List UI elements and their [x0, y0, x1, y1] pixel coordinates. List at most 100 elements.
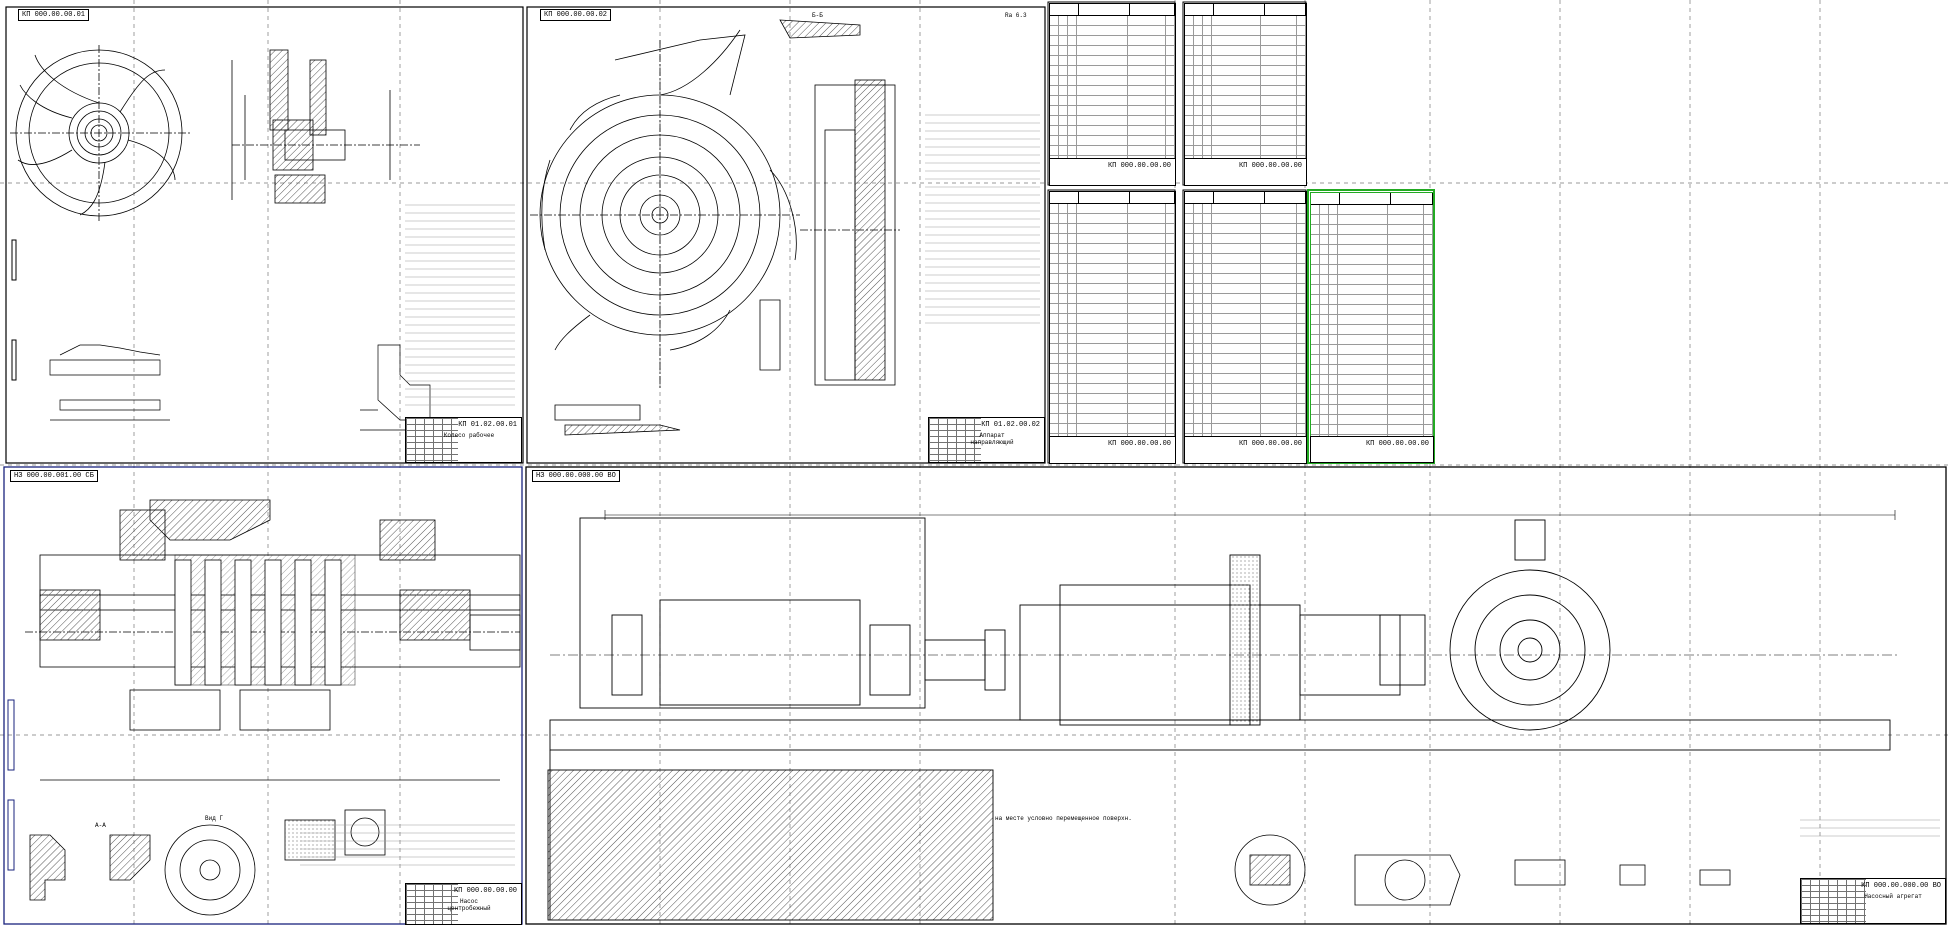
spec-row [1185, 244, 1306, 254]
spec-row [1311, 215, 1433, 225]
spec-row [1050, 116, 1175, 126]
spec-row [1050, 364, 1175, 374]
spec-row [1185, 116, 1306, 126]
spec-row [1311, 395, 1433, 405]
section-label-aa: А-А [95, 822, 106, 829]
spec-row [1185, 16, 1306, 26]
spec-row [1050, 324, 1175, 334]
spec-row [1311, 325, 1433, 335]
spec-table-3[interactable] [1049, 191, 1176, 464]
stamp-name: Насосный агрегат [1864, 893, 1922, 900]
spec-row [1050, 66, 1175, 76]
sheet-label-impeller: КП 000.00.00.01 [18, 9, 90, 21]
sheet-label-assembly: НЗ 000.00.001.00 СБ [10, 470, 98, 482]
sheet-guide-apparatus[interactable] [526, 6, 1046, 464]
spec-row [1050, 26, 1175, 36]
spec-row [1311, 315, 1433, 325]
spec-row [1311, 295, 1433, 305]
spec-row [1050, 294, 1175, 304]
spec-row [1050, 374, 1175, 384]
spec-row [1311, 275, 1433, 285]
sheet-pump-unit[interactable] [525, 466, 1947, 925]
spec-row [1185, 136, 1306, 146]
spec-row [1311, 235, 1433, 245]
pump-body [1019, 519, 1611, 731]
spec-row [1185, 404, 1306, 414]
spec-row [1311, 405, 1433, 415]
spec-row [1050, 146, 1175, 156]
spec-row [1185, 126, 1306, 136]
motor [579, 517, 926, 709]
spec-row [1311, 425, 1433, 435]
sheet-impeller[interactable] [5, 6, 524, 464]
spec-row [1311, 205, 1433, 215]
spec-row [1050, 354, 1175, 364]
spec-row [1185, 66, 1306, 76]
sheet-label-unit: НЗ 000.00.000.00 ВО [532, 470, 620, 482]
base-frame [547, 719, 1891, 921]
spec-row [1185, 224, 1306, 234]
spec-row [1050, 36, 1175, 46]
spec-row [1185, 384, 1306, 394]
spec-row [1185, 374, 1306, 384]
spec-row [1185, 264, 1306, 274]
stamp-spec-3: КП 000.00.00.00 [1049, 436, 1176, 464]
spec-row [1185, 344, 1306, 354]
impeller-section-view [231, 49, 420, 204]
spec-row [1050, 334, 1175, 344]
stamp-spec-4: КП 000.00.00.00 [1184, 436, 1307, 464]
spec-row [1185, 234, 1306, 244]
spec-row [1311, 385, 1433, 395]
spec-row [1311, 375, 1433, 385]
spec-row [1050, 424, 1175, 434]
spec-table-5-selected[interactable] [1310, 192, 1434, 463]
spec-row [1050, 284, 1175, 294]
spec-row [1185, 26, 1306, 36]
spec-row [1185, 354, 1306, 364]
spec-row [1311, 365, 1433, 375]
spec-row [1185, 46, 1306, 56]
stamp-impeller: КП 01.02.00.01 Колесо рабочее [405, 417, 522, 463]
spec-row [1311, 285, 1433, 295]
hatch-note: на месте условно перемещенное поверхн. [995, 815, 1132, 822]
spec-row [1311, 265, 1433, 275]
spec-row [1185, 106, 1306, 116]
section-label-bb: Б-Б [812, 12, 823, 19]
diffuser-section-view [554, 19, 900, 436]
spec-row [1050, 106, 1175, 116]
pump-unit-notes [1800, 819, 1940, 837]
spec-row [1050, 264, 1175, 274]
spec-row [1311, 415, 1433, 425]
stamp-code: КП 01.02.00.01 [458, 421, 517, 429]
spec-row [1050, 244, 1175, 254]
pump-longitudinal-section [25, 499, 521, 781]
spec-row [1050, 344, 1175, 354]
spec-row [1050, 214, 1175, 224]
stamp-code: КП 000.00.00.00 [1238, 440, 1302, 448]
spec-row [1311, 255, 1433, 265]
spec-row [1311, 355, 1433, 365]
spec-row [1185, 254, 1306, 264]
stamp-name: Аппарат направляющий [970, 432, 1014, 446]
stamp-code: КП 000.00.00.00 [1107, 162, 1171, 170]
spec-row [1185, 214, 1306, 224]
stamp-code: КП 000.00.00.00 [1107, 440, 1171, 448]
spec-row [1185, 56, 1306, 66]
spec-table-4[interactable] [1184, 191, 1307, 464]
pump-detail-views [29, 809, 386, 916]
spec-row [1050, 274, 1175, 284]
spec-row [1185, 274, 1306, 284]
spec-row [1185, 36, 1306, 46]
spec-row [1050, 404, 1175, 414]
sheet-pump-assembly[interactable] [3, 466, 523, 925]
spec-row [1185, 314, 1306, 324]
spec-row [1185, 284, 1306, 294]
spec-row [1185, 146, 1306, 156]
spec-row [1050, 254, 1175, 264]
spec-row [1050, 126, 1175, 136]
diffuser-front-view [530, 29, 800, 390]
spec-row [1050, 384, 1175, 394]
detail-sections [1234, 834, 1731, 906]
spec-row [1050, 46, 1175, 56]
